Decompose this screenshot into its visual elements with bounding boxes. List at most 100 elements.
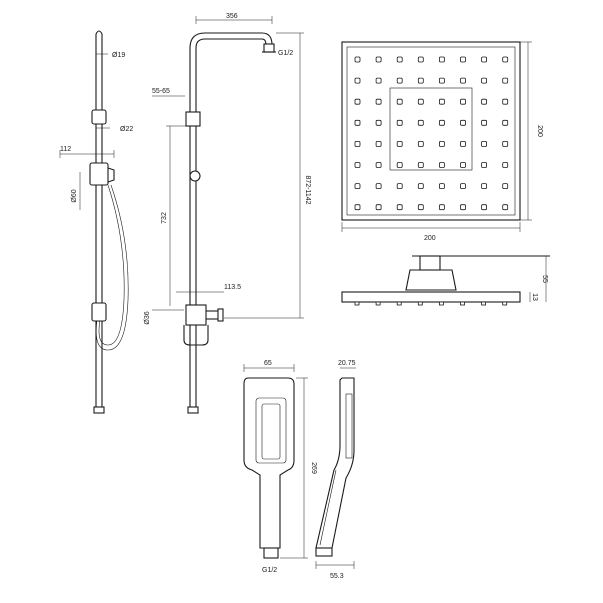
side-nozzle [481,301,487,306]
nozzle [375,77,382,84]
nozzle [502,119,509,126]
nozzle [375,119,382,126]
label-269: 269 [310,462,317,474]
nozzle [460,119,466,126]
side-nozzle [354,301,360,306]
nozzle [354,98,361,105]
head-center-zone [389,87,473,171]
nozzle [396,162,403,168]
hand-side-grip-line [319,469,337,546]
nozzle [438,56,445,63]
side-nozzle [438,301,444,306]
slider-knob [189,170,201,182]
side-nozzle [502,301,508,306]
hand-shower-front-view: 65 269 G1/2 [243,360,317,574]
hand-side-connector [315,547,333,557]
nozzle [354,204,361,211]
nozzle [438,140,445,147]
nozzle [502,183,509,190]
nozzle [354,56,361,63]
nozzle [375,162,382,168]
nozzle [417,162,424,168]
hand-holder [89,162,109,186]
side-nozzle [460,301,465,306]
nozzle [396,119,403,126]
nozzle [375,56,382,63]
nozzle [417,77,424,84]
arm-connector [263,43,275,53]
side-nozzle [417,301,423,306]
label-732: 732 [161,212,168,224]
nozzle [354,119,361,126]
hand-front-inner [261,403,281,460]
nozzle [354,183,361,190]
hand-side-face [345,393,353,459]
label-g12-arm: G1/2 [278,50,293,57]
nozzle [502,204,509,211]
nozzle [417,183,424,190]
nozzle [481,183,488,190]
hose-inner [95,184,129,351]
nozzle [481,98,488,105]
nozzle [417,140,424,147]
label-d22: Ø22 [120,126,133,133]
nozzle [438,162,445,168]
hose-outer [98,184,125,346]
shower-column-view: 356 G1/2 55-65 732 872-1142 113.5 Ø36 [144,13,311,414]
nozzle [375,204,382,211]
head-inner-square [346,46,516,216]
nozzle [438,77,445,84]
nozzle [481,140,488,147]
rail-upper-bracket [91,109,107,125]
nozzle [481,119,488,126]
label-head-height: 200 [536,125,543,137]
label-113-5: 113.5 [224,284,241,291]
nozzle [460,140,466,147]
nozzle [502,98,509,105]
rail-lower-bracket [91,302,107,322]
nozzle [481,77,488,84]
side-nozzles [354,301,508,306]
nozzle [460,98,466,105]
nozzle [481,56,488,63]
label-g12-hand: G1/2 [262,567,277,574]
nozzle [502,56,509,63]
label-112: 112 [60,146,71,153]
label-20-75: 20.75 [338,360,356,367]
hand-front-face [255,397,287,464]
nozzle [460,56,466,63]
mixer-lower [183,325,209,346]
label-d19: Ø19 [112,52,125,59]
nozzle [438,204,445,211]
nozzle [417,119,424,126]
head-stem [405,269,457,291]
nozzle [481,162,488,168]
nozzle [396,140,403,147]
nozzle [438,119,445,126]
label-55-3: 55.3 [330,573,344,580]
side-nozzle [396,301,402,306]
nozzle [417,56,424,63]
side-nozzle [375,301,381,306]
nozzle [460,162,466,168]
nozzle [396,204,403,211]
hand-front-connector [263,547,279,559]
nozzle [481,204,488,211]
hand-shower-side-view: 20.75 55.3 [315,360,356,580]
label-total-height: 872-1142 [304,175,311,204]
nozzle [502,77,509,84]
arm-inner [195,38,267,49]
head-plate [341,291,521,303]
head-shower-top-view: 200 200 [341,41,543,242]
nozzle [396,183,403,190]
nozzle [396,56,403,63]
label-55-65: 55-65 [152,88,170,95]
nozzle-grid [354,56,509,211]
label-13: 13 [531,293,538,301]
label-head-width: 200 [424,235,436,242]
nozzle [417,98,424,105]
head-shower-side-view: 55 13 [341,255,550,306]
mixer-spout-end [217,308,224,322]
nozzle [375,140,382,147]
